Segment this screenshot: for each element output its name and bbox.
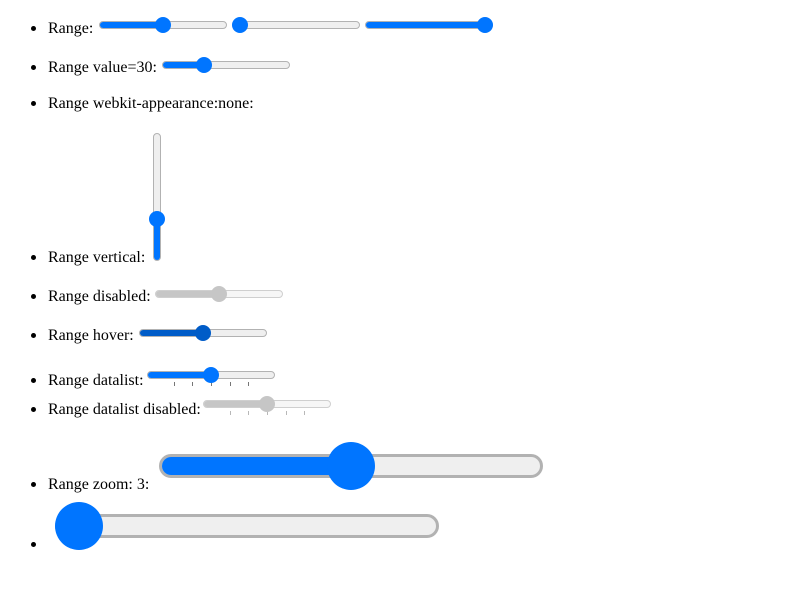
range-track <box>153 133 161 261</box>
datalist-tick <box>192 382 193 386</box>
range-slider-hover[interactable] <box>139 325 267 341</box>
range-thumb[interactable] <box>203 367 219 383</box>
range-thumb[interactable] <box>195 325 211 341</box>
datalist-tick <box>286 411 287 415</box>
range-track <box>365 21 493 29</box>
range-fill <box>148 372 212 378</box>
range-slider-disabled <box>155 286 283 302</box>
range-fill <box>140 330 204 336</box>
range-slider-max[interactable] <box>365 17 493 33</box>
item-label-range: Range: <box>48 20 94 37</box>
range-slider-zoom[interactable] <box>159 442 543 490</box>
datalist-tick <box>174 382 175 386</box>
range-thumb[interactable] <box>232 17 248 33</box>
range-track <box>55 514 439 538</box>
list-bullet <box>31 542 36 547</box>
range-slider-min[interactable] <box>232 17 360 33</box>
range-slider-datalist[interactable] <box>147 367 275 386</box>
range-fill <box>366 22 486 28</box>
datalist-tick <box>304 411 305 415</box>
range-fill <box>100 22 164 28</box>
list-bullet <box>31 255 36 260</box>
item-label-range-appearance-none: Range webkit-appearance:none: <box>48 95 254 112</box>
range-thumb[interactable] <box>477 17 493 33</box>
range-fill <box>204 401 268 407</box>
list-bullet <box>31 378 36 383</box>
datalist-tick <box>248 411 249 415</box>
range-thumb[interactable] <box>149 211 165 228</box>
item-label-range-hover: Range hover: <box>48 327 134 344</box>
range-fill <box>156 291 220 297</box>
range-slider-default[interactable] <box>99 17 227 33</box>
range-slider-value-30[interactable] <box>162 57 290 73</box>
range-fill <box>162 457 354 475</box>
range-thumb <box>259 396 275 412</box>
range-thumb[interactable] <box>155 17 171 33</box>
datalist-tick <box>230 411 231 415</box>
range-fill <box>163 62 205 68</box>
range-track <box>232 21 360 29</box>
range-thumb[interactable] <box>195 57 212 73</box>
list-bullet <box>31 65 36 70</box>
item-label-range-zoom: Range zoom: 3: <box>48 476 150 493</box>
range-slider-datalist-disabled <box>203 396 331 415</box>
range-slider-vertical[interactable] <box>149 133 165 261</box>
datalist-tick <box>267 411 268 415</box>
item-label-range-datalist: Range datalist: <box>48 372 144 389</box>
range-thumb <box>211 286 227 302</box>
list-bullet <box>31 333 36 338</box>
list-bullet <box>31 482 36 487</box>
item-label-range-datalist-disabled: Range datalist disabled: <box>48 401 201 418</box>
range-thumb[interactable] <box>55 502 103 550</box>
list-bullet <box>31 26 36 31</box>
range-fill <box>154 218 160 260</box>
list-bullet <box>31 294 36 299</box>
list-bullet <box>31 101 36 106</box>
item-label-range-vertical: Range vertical: <box>48 249 146 266</box>
item-label-range-value: Range value=30: <box>48 59 157 76</box>
range-slider-zoom-min[interactable] <box>55 502 439 550</box>
datalist-tick <box>248 382 249 386</box>
list-bullet <box>31 407 36 412</box>
datalist-tick <box>230 382 231 386</box>
item-label-range-disabled: Range disabled: <box>48 288 151 305</box>
datalist-tick <box>211 382 212 386</box>
range-track <box>162 61 290 69</box>
range-thumb[interactable] <box>327 442 375 490</box>
